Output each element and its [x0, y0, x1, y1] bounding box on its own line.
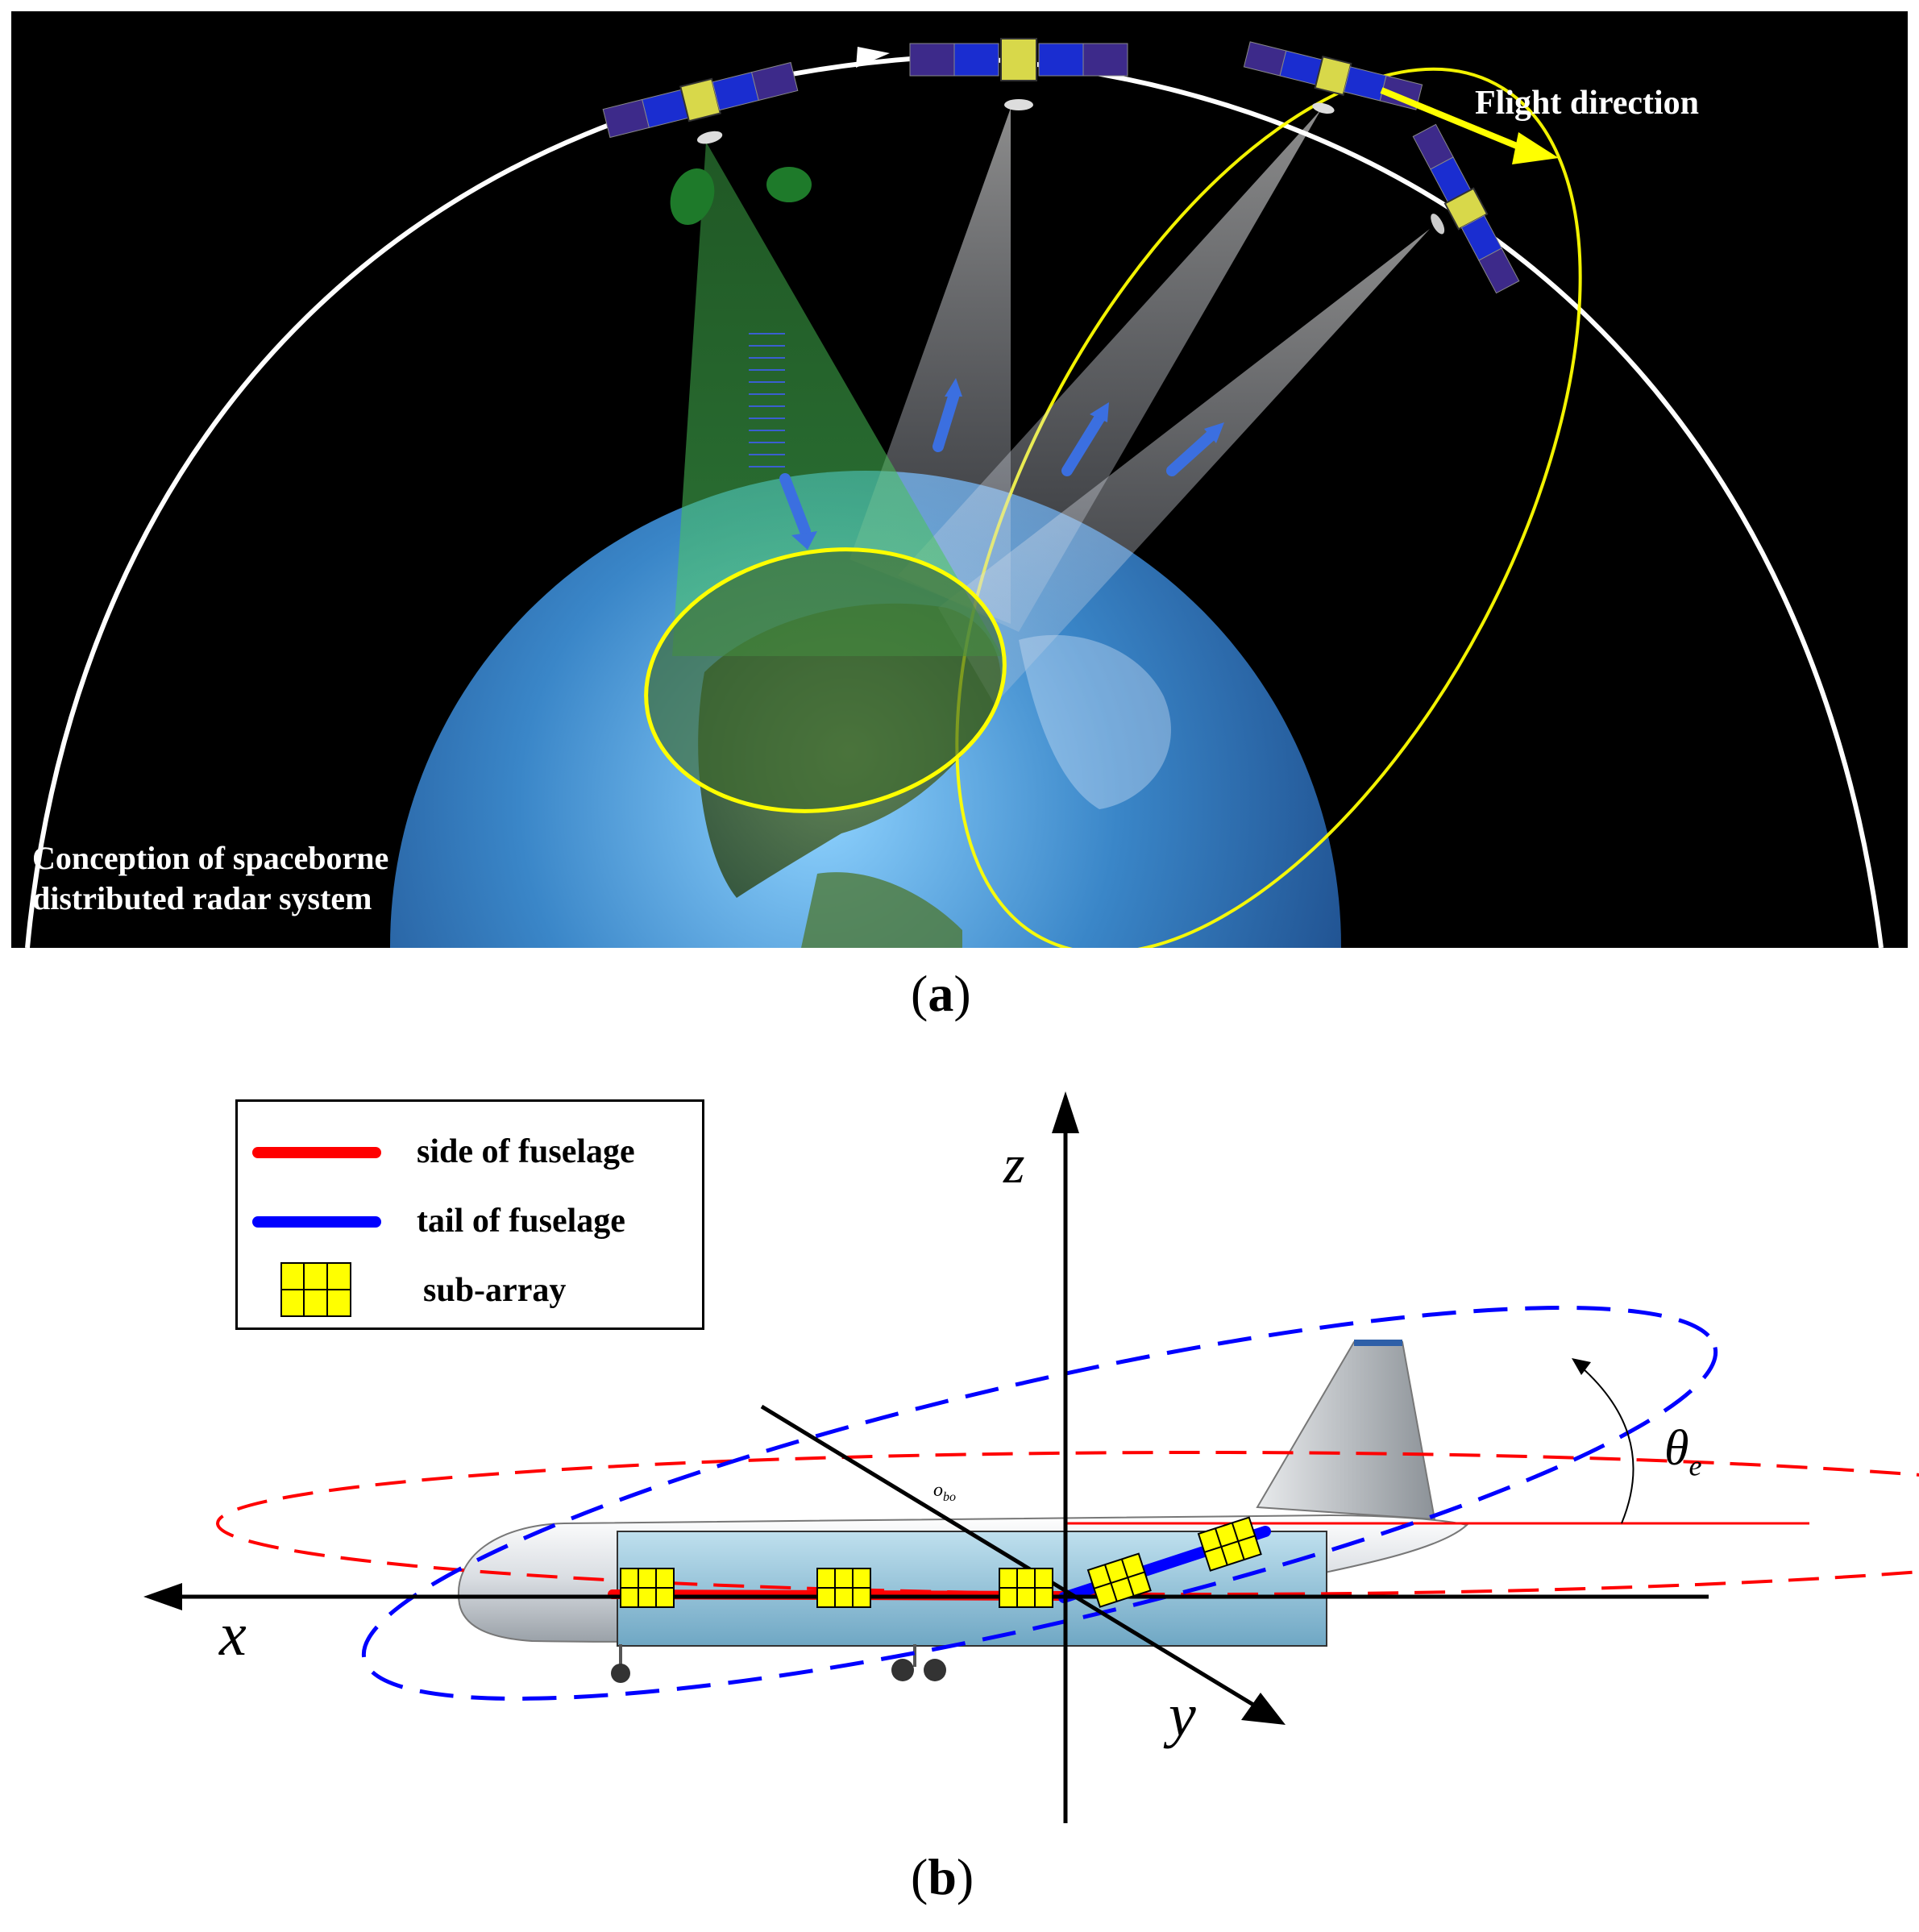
coverage-area [644, 547, 1007, 813]
angle-arc [1575, 1361, 1634, 1524]
origin-label: obo [933, 1480, 956, 1505]
panel-b-aircraft-diagram [0, 1048, 1919, 1932]
z-axis-arrowhead [1052, 1091, 1079, 1133]
caption-b-letter: b [928, 1848, 957, 1905]
y-axis-arrowhead [1241, 1693, 1286, 1725]
x-axis-label: x [219, 1601, 247, 1668]
y-axis-label: y [1169, 1681, 1196, 1749]
earth-land-mass-south [801, 872, 962, 948]
satellite-3 [1243, 41, 1423, 114]
caption-a-letter: a [928, 965, 954, 1022]
aircraft-landing-gear [611, 1644, 946, 1683]
sub-array-3 [999, 1568, 1053, 1608]
tail-fuselage-ellipse [361, 1306, 1718, 1701]
green-lobe-left [670, 168, 715, 225]
legend-label: tail of fuselage [417, 1203, 625, 1240]
legend-label: side of fuselage [417, 1133, 635, 1170]
legend-swatch-red-line [252, 1147, 381, 1158]
sub-array-5 [1197, 1516, 1262, 1572]
flight-direction-arrow [1380, 87, 1559, 164]
earth-clouds [1019, 634, 1171, 809]
aircraft-diagram-svg [143, 1091, 1919, 1823]
satellite-4 [1412, 123, 1520, 294]
green-lobe-right [766, 167, 812, 202]
beam-satellite-1-green [672, 142, 1003, 656]
z-axis-label: z [1003, 1133, 1025, 1195]
angle-letter: θ [1664, 1421, 1689, 1476]
ground-track-loop [955, 67, 1582, 948]
x-axis-arrowhead [143, 1583, 182, 1610]
angle-label: θe [1664, 1420, 1701, 1482]
legend-item-side-of-fuselage: side of fuselage [238, 1126, 702, 1182]
concept-label-line2: distributed radar system [32, 880, 372, 916]
legend: side of fuselage tail of fuselage sub-ar… [235, 1099, 704, 1330]
signal-arrows [779, 378, 1224, 550]
radar-pulse [749, 333, 785, 467]
beam-satellite-3 [898, 110, 1321, 632]
side-fuselage-ellipse [216, 1451, 1919, 1596]
concept-label-line1: Conception of spaceborne [32, 840, 389, 876]
panel-a-satellite-scene [11, 11, 1908, 948]
legend-label: sub-array [423, 1272, 567, 1309]
sub-array-1 [620, 1568, 675, 1608]
caption-a: (a) [911, 965, 971, 1022]
satellite-scene-svg [25, 38, 1884, 948]
legend-swatch-blue-line [252, 1216, 381, 1228]
aircraft-fin-cap [1354, 1340, 1402, 1346]
orbit-direction-arrowhead [856, 47, 890, 68]
flight-direction-label: Flight direction [1475, 85, 1700, 122]
legend-swatch-yellow-grid [280, 1262, 351, 1317]
concept-label: Conception of spaceborne distributed rad… [32, 838, 388, 919]
satellite-2 [909, 38, 1128, 110]
aircraft [457, 1340, 1469, 1683]
aircraft-tail-fin [1256, 1341, 1436, 1521]
caption-b: (b) [911, 1848, 974, 1905]
satellite-1 [602, 61, 799, 144]
sub-array-4 [1086, 1552, 1152, 1608]
origin-subscript: bo [943, 1490, 956, 1504]
origin-letter: o [933, 1480, 943, 1501]
y-axis [760, 1404, 1259, 1710]
angle-subscript: e [1688, 1449, 1702, 1482]
sub-array-2 [816, 1568, 871, 1608]
legend-item-sub-array: sub-array [238, 1261, 702, 1318]
angle-arc-arrowhead [1572, 1358, 1591, 1375]
legend-item-tail-of-fuselage: tail of fuselage [238, 1195, 702, 1252]
